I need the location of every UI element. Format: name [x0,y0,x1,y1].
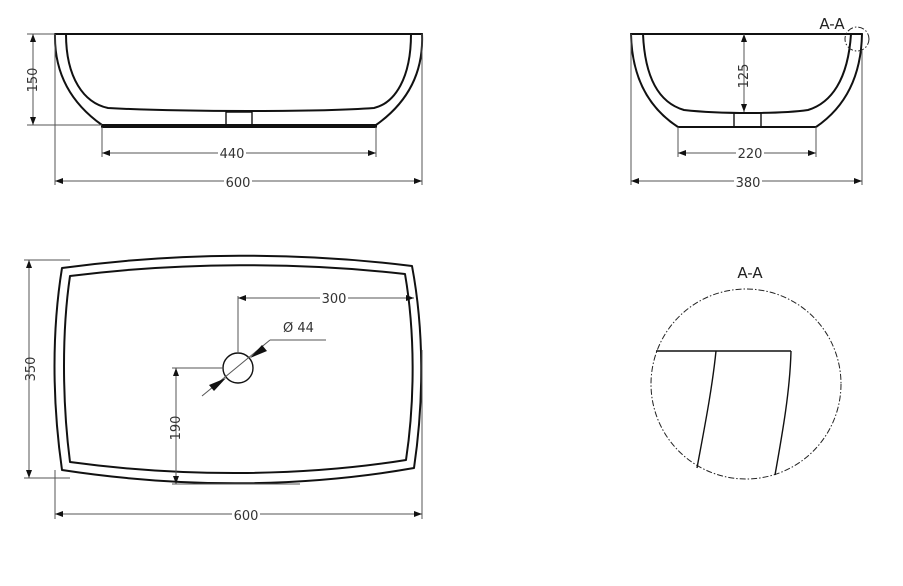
front-height-arrow-top [30,34,36,42]
side-total-label-bg [734,174,762,188]
side-drain [733,112,762,128]
dim-side-total-width: 380 [736,176,761,191]
side-base-arrow-right [808,150,816,156]
dim-front-base-width: 440 [220,147,245,162]
top-total-label-bg [232,507,260,521]
top-total-arrow-right [414,511,422,517]
front-total-label-bg [224,174,252,188]
top-inner-outline [63,264,414,475]
dim-front-height: 150 [26,68,41,93]
detail-view: A-A [650,264,842,480]
side-depth-arrow-top [741,34,747,42]
side-view: 125 220 380 A-A [630,15,870,191]
side-total-arrow-right [854,178,862,184]
side-total-arrow-left [631,178,639,184]
top-offset-y-arrow-top [173,368,179,376]
top-offset-x-arrow-right [406,295,414,301]
top-height-arrow-bottom [26,470,32,478]
dim-top-height: 350 [24,357,39,382]
front-basin-inner [65,33,412,112]
dim-front-total-width: 600 [226,176,251,191]
top-view: 350 300 Ø 44 190 600 [24,254,423,524]
top-outer-outline [53,254,423,485]
front-drain [225,111,253,128]
top-offset-y-arrow-bottom [173,476,179,484]
side-base-label-bg [736,145,764,159]
detail-circle [650,288,842,480]
dim-top-total-width: 600 [234,509,259,524]
section-marker-circle [844,26,870,52]
drain-arrow-lower [209,378,226,391]
top-offset-x-arrow-left [238,295,246,301]
dim-top-offset-x: 300 [322,292,347,307]
detail-title: A-A [737,264,763,282]
side-depth-arrow-bottom [741,104,747,112]
dim-side-base-width: 220 [738,147,763,162]
front-total-arrow-left [55,178,63,184]
front-base-arrow-left [102,150,110,156]
front-height-arrow-bottom [30,117,36,125]
dim-side-depth: 125 [737,64,752,89]
top-total-arrow-left [55,511,63,517]
front-basin-outer [53,33,424,126]
drain-arrow-upper [250,345,267,358]
top-height-arrow-top [26,260,32,268]
front-base-arrow-right [368,150,376,156]
detail-inner-wall [696,350,717,469]
front-total-arrow-right [414,178,422,184]
top-offset-x-label-bg [320,290,348,304]
section-marker-label: A-A [819,15,845,33]
dim-drain-diameter: Ø 44 [283,321,314,336]
detail-outer-wall [774,350,792,476]
front-view: 150 440 600 [26,33,424,191]
side-base-arrow-left [678,150,686,156]
front-base-label-bg [218,145,246,159]
dim-top-offset-y: 190 [169,416,184,441]
